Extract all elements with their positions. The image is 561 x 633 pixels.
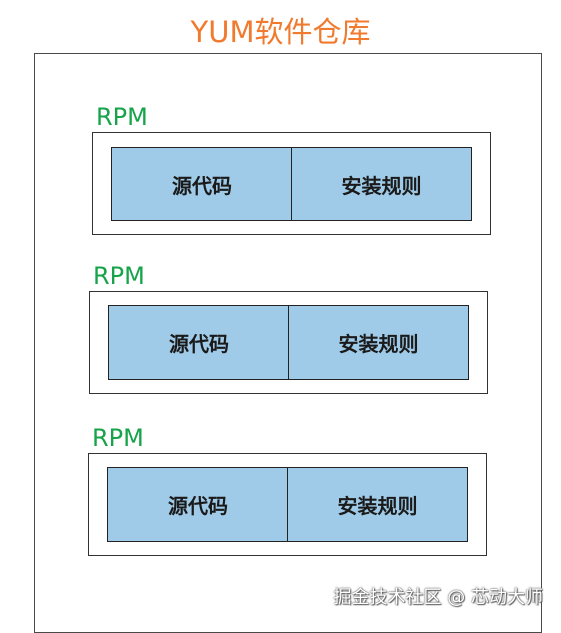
repository-title: YUM软件仓库 bbox=[190, 15, 371, 49]
install-rules-cell: 安装规则 bbox=[291, 147, 472, 221]
source-code-cell: 源代码 bbox=[107, 467, 289, 542]
watermark: 掘金技术社区 @ 芯动大师 bbox=[333, 587, 543, 608]
install-rules-cell: 安装规则 bbox=[288, 305, 469, 380]
install-rules-cell: 安装规则 bbox=[287, 467, 468, 542]
source-code-cell: 源代码 bbox=[111, 147, 293, 221]
source-code-cell: 源代码 bbox=[108, 305, 290, 380]
rpm-label: RPM bbox=[93, 262, 145, 290]
rpm-label: RPM bbox=[92, 424, 144, 452]
rpm-label: RPM bbox=[96, 103, 148, 131]
